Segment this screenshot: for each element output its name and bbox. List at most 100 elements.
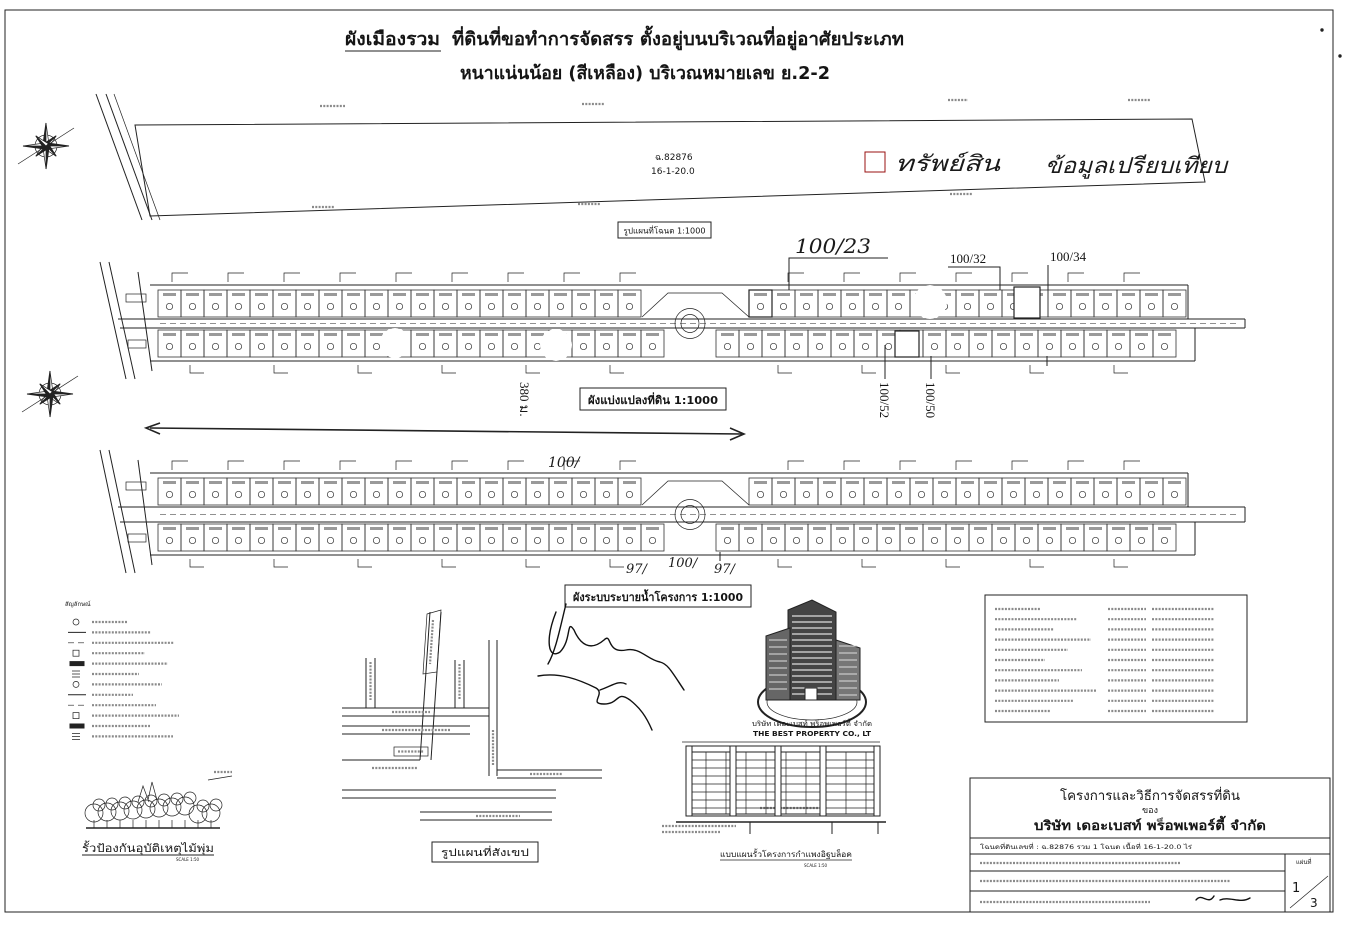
lot-label-mark bbox=[485, 527, 498, 530]
lot-label-mark bbox=[508, 333, 521, 336]
dimension-bracket bbox=[273, 559, 288, 568]
shrub bbox=[118, 796, 132, 810]
lot-label-mark bbox=[646, 333, 659, 336]
lot-meter-symbol bbox=[556, 536, 565, 545]
lot-meter-symbol bbox=[372, 302, 381, 311]
dimension-bracket bbox=[441, 559, 456, 568]
dimension-bracket bbox=[1067, 272, 1084, 282]
lot-label-mark bbox=[1099, 293, 1112, 296]
lot-label-mark bbox=[961, 293, 974, 296]
handwritten-lot-note: 97/ bbox=[626, 562, 649, 577]
lot-label-mark bbox=[997, 527, 1010, 530]
lot-label-mark bbox=[767, 527, 780, 530]
lot-label-mark bbox=[882, 527, 895, 530]
lot-label-mark bbox=[1043, 333, 1056, 336]
lot-label-mark bbox=[905, 527, 918, 530]
dimension-bracket bbox=[1029, 559, 1044, 568]
lot-label-mark bbox=[462, 293, 475, 296]
lot-label-mark bbox=[800, 293, 813, 296]
lot-label-mark bbox=[209, 527, 222, 530]
length-dimension-arrow bbox=[149, 427, 743, 435]
lot-label-mark bbox=[859, 527, 872, 530]
lot-label-mark bbox=[984, 481, 997, 484]
lot-meter-symbol bbox=[1068, 342, 1077, 351]
fence-post bbox=[819, 745, 827, 817]
lot-meter-symbol bbox=[257, 490, 266, 499]
lot-label-mark bbox=[754, 293, 767, 296]
dimension-bracket bbox=[525, 365, 540, 374]
lot-meter-symbol bbox=[280, 342, 289, 351]
lot-meter-symbol bbox=[838, 342, 847, 351]
subject-lot-highlight bbox=[748, 289, 773, 318]
lot-label-mark bbox=[1020, 527, 1033, 530]
lot-meter-symbol bbox=[746, 342, 755, 351]
lot-meter-symbol bbox=[211, 302, 220, 311]
compass-axis bbox=[21, 375, 79, 413]
lot-meter-symbol bbox=[533, 302, 542, 311]
lot-label-mark bbox=[577, 293, 590, 296]
lot-meter-symbol bbox=[907, 536, 916, 545]
legend-symbol bbox=[69, 661, 85, 667]
road-name-box bbox=[422, 609, 442, 675]
lot-label-mark bbox=[531, 293, 544, 296]
lot-label-mark bbox=[439, 333, 452, 336]
deed-number: ฉ.82876 bbox=[655, 153, 693, 163]
lot-meter-symbol bbox=[723, 536, 732, 545]
lot-meter-symbol bbox=[257, 342, 266, 351]
lot-label-mark bbox=[974, 333, 987, 336]
lot-label-mark bbox=[531, 527, 544, 530]
lot-label-mark bbox=[951, 333, 964, 336]
lot-label-mark bbox=[1168, 481, 1181, 484]
dimension-bracket bbox=[1123, 460, 1140, 470]
sheet-title: ผังเมืองรวม ที่ดินที่ขอทำการจัดสรร ตั้งอ… bbox=[345, 25, 904, 84]
lot-label-mark bbox=[370, 481, 383, 484]
shrub bbox=[92, 798, 106, 812]
lot-label-mark bbox=[1122, 293, 1135, 296]
lot-label-mark bbox=[1112, 527, 1125, 530]
lot-meter-symbol bbox=[1022, 536, 1031, 545]
dimension-bracket bbox=[507, 460, 524, 470]
subject-property-label: ทรัพย์สิน bbox=[895, 151, 1001, 177]
lot-label-mark bbox=[186, 527, 199, 530]
lot-label-mark bbox=[823, 293, 836, 296]
subdivision-plan-caption: ผังแบ่งแปลงที่ดิน 1:1000 bbox=[588, 392, 718, 407]
lot-meter-symbol bbox=[211, 490, 220, 499]
lot-meter-symbol bbox=[234, 342, 243, 351]
legend-symbol bbox=[72, 681, 80, 688]
lot-label-mark bbox=[1053, 293, 1066, 296]
dimension-bracket bbox=[395, 460, 412, 470]
lot-label-mark bbox=[1066, 527, 1079, 530]
lot-meter-symbol bbox=[602, 342, 611, 351]
lot-meter-symbol bbox=[1160, 342, 1169, 351]
lot-meter-symbol bbox=[280, 302, 289, 311]
lot-label-mark bbox=[347, 481, 360, 484]
deed-area: 16-1-20.0 bbox=[651, 167, 695, 177]
hedge-fence-detail: รั้วป้องกันอุบัติเหตุไม้พุ่ม SCALE 1:50 bbox=[82, 770, 233, 862]
lot-label-mark bbox=[869, 481, 882, 484]
project-title: โครงการและวิธีการจัดสรรที่ดิน bbox=[1060, 787, 1240, 804]
lot-meter-symbol bbox=[602, 302, 611, 311]
lot-meter-symbol bbox=[825, 490, 834, 499]
lot-label-mark bbox=[813, 333, 826, 336]
lot-meter-symbol bbox=[395, 490, 404, 499]
lot-label-mark bbox=[1122, 481, 1135, 484]
lot-meter-symbol bbox=[1091, 342, 1100, 351]
lot-label-mark bbox=[531, 333, 544, 336]
lot-label-mark bbox=[278, 293, 291, 296]
comparable-lot-number: 100/34 bbox=[1050, 249, 1087, 264]
dimension-bracket bbox=[777, 559, 792, 568]
dimension-bracket bbox=[171, 272, 188, 282]
lot-label-mark bbox=[508, 527, 521, 530]
dimension-bracket bbox=[283, 272, 300, 282]
lot-meter-symbol bbox=[648, 536, 657, 545]
lot-meter-symbol bbox=[165, 490, 174, 499]
project-location-box bbox=[393, 746, 429, 757]
dimension-bracket bbox=[787, 272, 804, 282]
lot-meter-symbol bbox=[418, 342, 427, 351]
dimension-bracket bbox=[525, 559, 540, 568]
logo-company-name-en: THE BEST PROPERTY CO., LT bbox=[753, 730, 871, 738]
shrub bbox=[183, 791, 197, 805]
lot-meter-symbol bbox=[1045, 536, 1054, 545]
lot-label-mark bbox=[1099, 481, 1112, 484]
